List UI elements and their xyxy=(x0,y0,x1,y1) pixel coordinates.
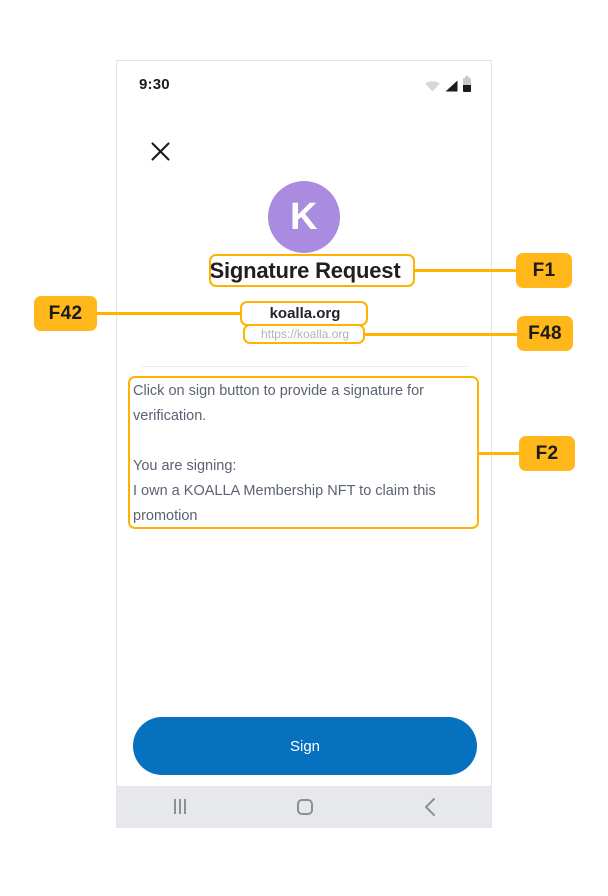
android-nav-bar xyxy=(117,786,491,827)
signal-icon xyxy=(445,80,458,92)
status-bar-clock: 9:30 xyxy=(139,75,170,93)
back-icon xyxy=(424,797,436,816)
close-icon xyxy=(150,141,170,161)
status-bar: 9:30 xyxy=(117,61,491,107)
site-logo-letter: K xyxy=(290,196,318,238)
divider xyxy=(141,366,469,367)
status-bar-icons xyxy=(425,76,471,92)
annotation-badge-f1: F1 xyxy=(516,253,572,288)
annotation-line-f2 xyxy=(479,452,519,455)
close-button[interactable] xyxy=(145,136,175,166)
nav-home-button[interactable] xyxy=(270,786,340,827)
annotation-line-f1 xyxy=(415,269,516,272)
home-icon xyxy=(296,798,313,815)
message-line-3: I own a KOALLA Membership NFT to claim t… xyxy=(133,483,436,524)
recents-icon xyxy=(173,799,186,814)
page-title: Signature Request xyxy=(209,258,401,283)
annotation-badge-f42: F42 xyxy=(34,296,97,331)
message-spacer xyxy=(133,429,477,454)
site-url: https://koalla.org xyxy=(260,327,350,341)
battery-icon xyxy=(463,76,471,92)
message-body: Click on sign button to provide a signat… xyxy=(133,379,477,529)
site-name: koalla.org xyxy=(269,305,341,322)
sign-button[interactable]: Sign xyxy=(133,717,477,775)
wifi-icon xyxy=(425,81,440,92)
site-logo: K xyxy=(268,181,340,253)
phone-frame: 9:30 K xyxy=(116,60,492,828)
annotation-line-f48 xyxy=(365,333,517,336)
annotation-badge-f48: F48 xyxy=(517,316,573,351)
annotation-line-f42 xyxy=(97,312,240,315)
nav-recents-button[interactable] xyxy=(145,786,215,827)
annotation-badge-f2: F2 xyxy=(519,436,575,471)
message-line-2: You are signing: xyxy=(133,458,237,474)
nav-back-button[interactable] xyxy=(395,786,465,827)
message-line-1: Click on sign button to provide a signat… xyxy=(133,383,424,424)
